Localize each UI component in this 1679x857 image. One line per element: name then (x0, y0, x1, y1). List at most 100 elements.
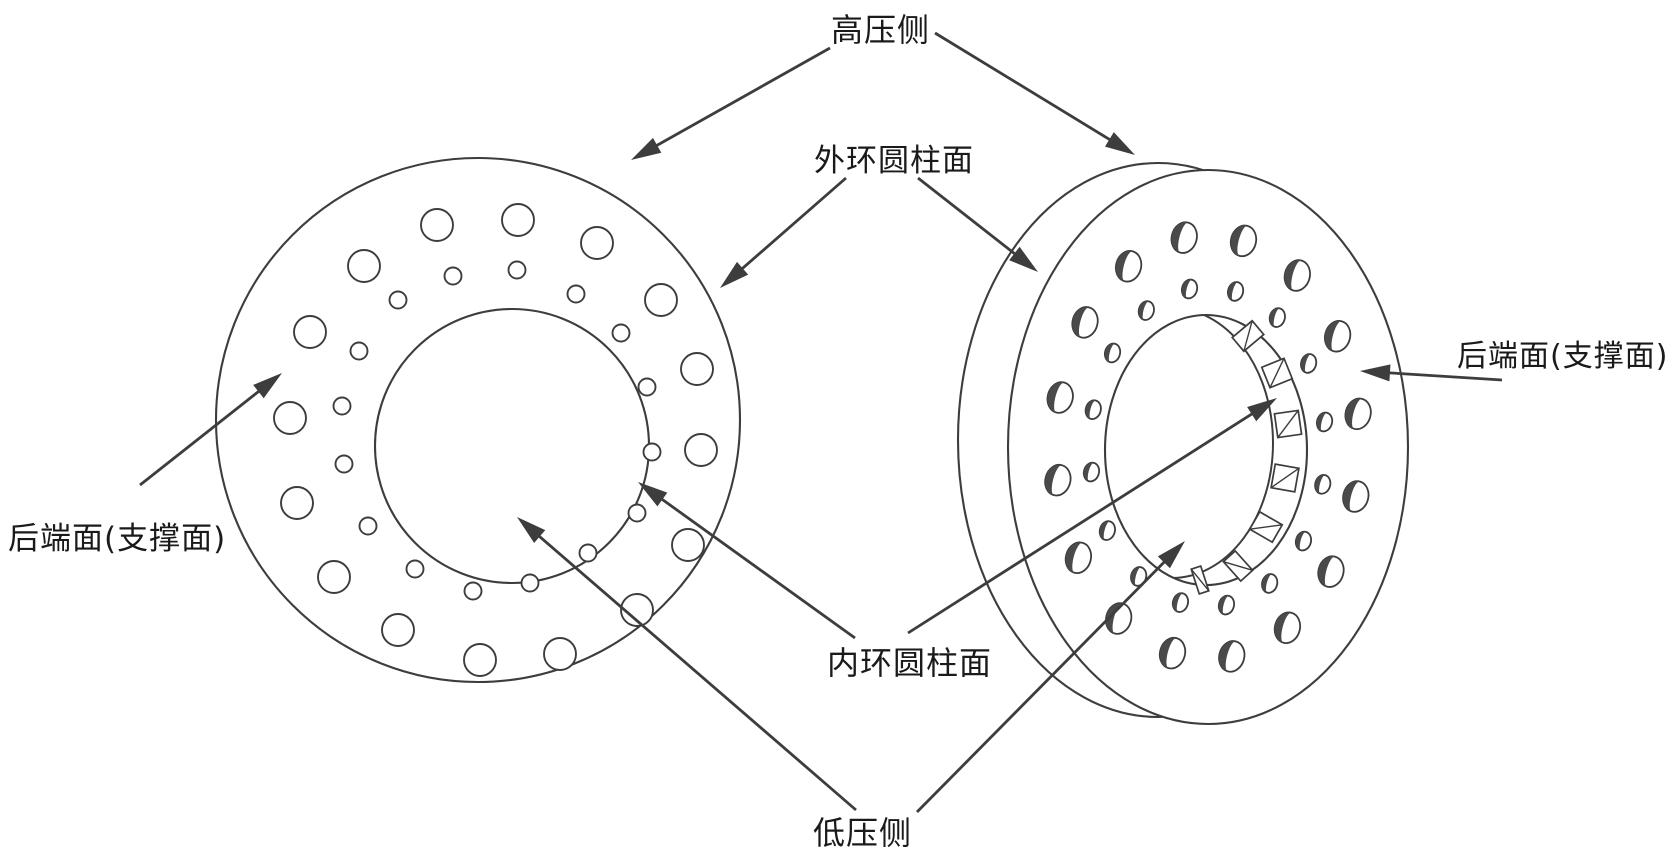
hole-depth-shading (1284, 260, 1302, 291)
small-bolt-hole (1268, 307, 1286, 328)
arrowhead (1157, 541, 1185, 569)
large-bolt-hole (680, 352, 714, 386)
diagram-line-art (139, 31, 1503, 813)
large-bolt-hole (1317, 555, 1345, 588)
small-bolt-hole (637, 377, 657, 397)
small-bolt-hole (566, 284, 586, 304)
small-bolt-hole (611, 323, 631, 343)
small-bolt-hole (1261, 573, 1279, 594)
arrowhead (638, 482, 668, 507)
large-bolt-hole (347, 249, 381, 283)
hole-depth-shading (1227, 282, 1239, 301)
label-outer-ring-cylindrical-surface: 外环圆柱面 (814, 143, 974, 179)
arrowhead (1360, 364, 1391, 382)
large-bolt-hole (671, 528, 705, 562)
hole-depth-shading (1065, 542, 1083, 573)
large-bolt-hole (1114, 250, 1143, 283)
small-bolt-hole (1171, 592, 1190, 613)
large-bolt-hole (1044, 463, 1072, 497)
inner-surface-notch (1270, 463, 1300, 493)
large-bolt-hole (420, 208, 454, 242)
hole-depth-shading (1262, 574, 1273, 593)
arrow-rear-face-to-left-disk (139, 373, 282, 487)
small-bolt-hole (358, 516, 378, 536)
small-bolt-hole (1294, 530, 1313, 552)
hole-depth-shading (1159, 637, 1177, 669)
large-bolt-hole (543, 637, 577, 671)
arrow-outer-surface-to-right-disk (917, 176, 1038, 272)
large-bolt-hole (644, 283, 678, 317)
arrow-high-pressure-to-left-disk (631, 46, 831, 160)
large-bolt-hole (1344, 397, 1372, 431)
hole-depth-shading (1269, 308, 1280, 327)
large-bolt-hole (1064, 541, 1093, 574)
large-bolt-hole (1158, 636, 1187, 670)
arrow-low-pressure-to-left-disk (517, 517, 857, 812)
large-bolt-hole (1170, 221, 1198, 254)
small-bolt-hole (405, 559, 425, 579)
arrow-rear-face-to-right-disk (1360, 364, 1503, 382)
hole-depth-shading (1138, 301, 1149, 320)
small-bolt-hole (1180, 278, 1199, 300)
arrowhead (1247, 398, 1277, 422)
right-disk-bore-opening (1103, 313, 1309, 587)
inner-surface-notch (1231, 319, 1265, 353)
arrow-low-pressure-to-right-disk (916, 541, 1185, 813)
small-bolt-hole (349, 341, 369, 361)
hole-depth-shading (1085, 400, 1096, 419)
hole-depth-shading (1274, 612, 1292, 643)
hole-depth-shading (1345, 398, 1363, 429)
label-rear-face-support-face-right: 后端面(支撑面) (1457, 339, 1668, 374)
hole-depth-shading (1315, 474, 1326, 494)
large-bolt-hole (1283, 259, 1311, 292)
arrow-inner-surface-to-left-disk (638, 482, 856, 640)
hole-depth-shading (1047, 382, 1065, 413)
hole-depth-shading (1324, 320, 1342, 352)
large-bolt-hole (1229, 224, 1258, 258)
hole-depth-shading (1181, 279, 1192, 299)
leader-arrows (139, 31, 1503, 813)
arrowhead (253, 373, 282, 399)
inner-surface-notch (1248, 510, 1284, 544)
arrow-outer-surface-to-left-disk (720, 176, 847, 288)
small-bolt-hole (1098, 520, 1116, 541)
large-bolt-hole (1342, 480, 1370, 513)
label-high-pressure-side: 高压侧 (831, 11, 930, 49)
arrowhead (720, 261, 749, 288)
small-bolt-hole (1082, 461, 1101, 483)
inner-surface-notch (1222, 549, 1254, 583)
arrowhead (1104, 132, 1135, 155)
large-bolt-hole (620, 593, 654, 627)
small-bolt-hole (1137, 300, 1155, 321)
small-bolt-hole (642, 442, 662, 462)
small-bolt-hole (507, 260, 527, 280)
left-disk-bore-edge (373, 307, 651, 585)
small-bolt-hole (627, 503, 647, 523)
large-bolt-hole (580, 226, 614, 260)
hole-depth-shading (1230, 225, 1248, 256)
small-bolt-hole (578, 543, 598, 563)
large-bolt-hole (1046, 381, 1074, 414)
arrowhead (1009, 246, 1038, 272)
hole-depth-shading (1104, 343, 1115, 363)
large-bolt-hole (1273, 611, 1302, 644)
hole-depth-shading (1219, 641, 1236, 672)
arrowhead (517, 517, 546, 544)
small-bolt-hole (463, 581, 483, 601)
label-rear-face-support-face-left: 后端面(支撑面) (8, 521, 226, 557)
hole-depth-shading (1172, 593, 1183, 612)
large-bolt-hole (1071, 306, 1099, 339)
large-bolt-hole (501, 203, 535, 237)
small-bolt-hole (520, 573, 540, 593)
hole-depth-shading (1316, 412, 1328, 432)
large-bolt-hole (684, 433, 718, 467)
small-bolt-hole (1226, 281, 1245, 302)
hole-depth-shading (1171, 222, 1189, 253)
hole-depth-shading (1083, 462, 1094, 482)
label-inner-ring-cylindrical-surface: 内环圆柱面 (827, 644, 992, 682)
inner-surface-notch (1190, 565, 1210, 595)
large-bolt-hole (1323, 320, 1352, 353)
arrow-high-pressure-to-right-disk (934, 31, 1135, 155)
arrow-inner-surface-to-right-disk (907, 398, 1277, 635)
small-bolt-hole (1300, 353, 1318, 374)
